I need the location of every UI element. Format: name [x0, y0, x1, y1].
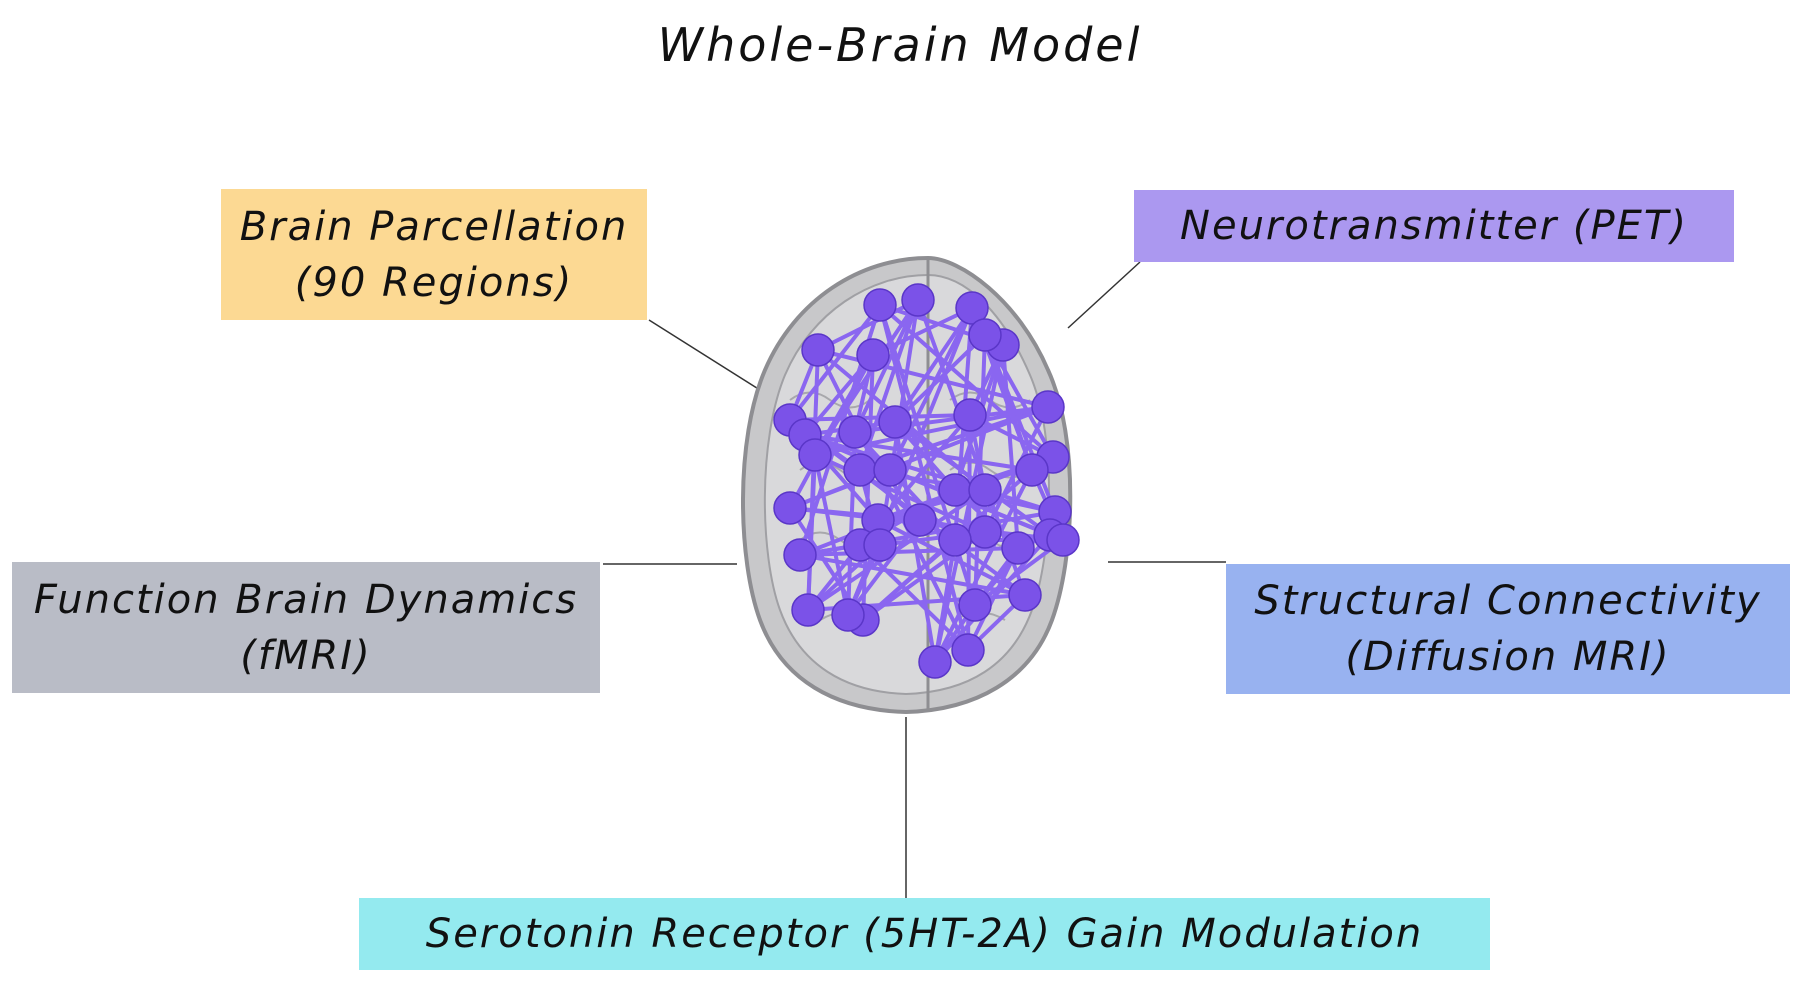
network-node	[798, 438, 832, 472]
network-node	[801, 333, 835, 367]
box-line-1: Neurotransmitter (PET)	[1180, 203, 1688, 249]
network-node	[773, 491, 807, 525]
network-node	[1046, 523, 1080, 557]
network-nodes	[773, 283, 1080, 679]
network-node	[951, 633, 985, 667]
box-line-1: Structural Connectivity	[1254, 578, 1762, 624]
network-node	[968, 515, 1002, 549]
network-node	[953, 398, 987, 432]
serotonin-gain-modulation-box: Serotonin Receptor (5HT-2A) Gain Modulat…	[359, 898, 1490, 970]
box-line-1: Brain Parcellation	[239, 203, 629, 250]
network-node	[955, 291, 989, 325]
network-node	[958, 588, 992, 622]
brain-parcellation-box: Brain Parcellation (90 Regions)	[221, 189, 647, 320]
box-line-1: Function Brain Dynamics	[33, 576, 579, 623]
box-line-2: (Diffusion MRI)	[1345, 634, 1671, 680]
network-node	[783, 538, 817, 572]
network-node	[1008, 578, 1042, 612]
network-edge	[1001, 344, 1020, 549]
network-edge	[893, 306, 974, 424]
network-node	[968, 473, 1002, 507]
network-node	[831, 598, 865, 632]
brain-illustration	[741, 255, 1080, 715]
network-node	[791, 593, 825, 627]
network-node	[843, 453, 877, 487]
network-node	[938, 473, 972, 507]
box-line-2: (fMRI)	[240, 632, 372, 679]
network-edge	[816, 349, 970, 651]
network-edge	[813, 454, 850, 616]
network-node	[938, 523, 972, 557]
structural-connectivity-box: Structural Connectivity (Diffusion MRI)	[1226, 564, 1790, 694]
network-node	[1001, 531, 1035, 565]
network-node	[856, 338, 890, 372]
network-node	[863, 288, 897, 322]
connector-parcellation	[648, 319, 761, 391]
box-line-2: (90 Regions)	[294, 259, 574, 306]
network-node	[1015, 453, 1049, 487]
network-edge	[933, 469, 1034, 663]
network-node	[878, 405, 912, 439]
connector-pet	[1067, 261, 1141, 329]
network-node	[968, 318, 1002, 352]
network-node	[1031, 390, 1065, 424]
network-node	[903, 503, 937, 537]
network-edge	[846, 307, 974, 616]
network-node	[863, 528, 897, 562]
network-edge	[817, 298, 919, 352]
network-node	[838, 415, 872, 449]
network-node	[901, 283, 935, 317]
network-node	[873, 453, 907, 487]
brain-dynamics-fmri-box: Function Brain Dynamics (fMRI)	[12, 562, 600, 693]
network-edge	[878, 304, 970, 651]
box-line-1: Serotonin Receptor (5HT-2A) Gain Modulat…	[425, 911, 1424, 957]
diagram-title: Whole-Brain Model	[657, 18, 1143, 72]
network-node	[918, 645, 952, 679]
neurotransmitter-pet-box: Neurotransmitter (PET)	[1134, 190, 1734, 262]
